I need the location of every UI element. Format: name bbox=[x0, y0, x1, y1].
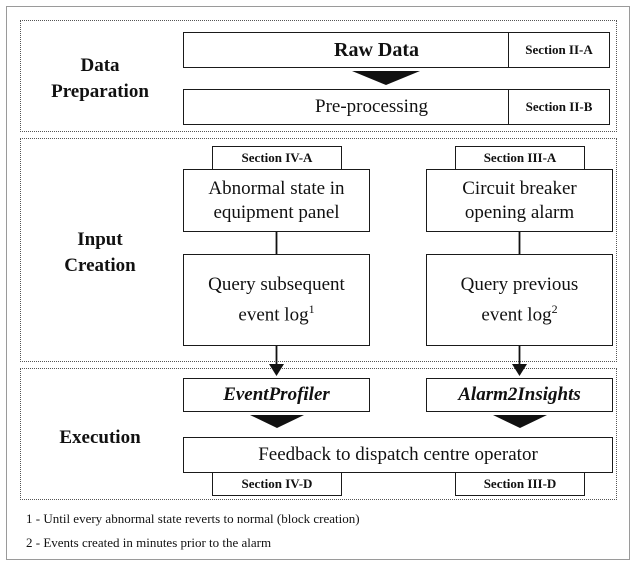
section-tag-iii-d: Section III-D bbox=[455, 472, 585, 496]
section-tag-label: Section II-A bbox=[525, 42, 593, 57]
arrow-head-right-to-alarm2insights bbox=[512, 364, 527, 376]
feedback-box: Feedback to dispatch centre operator bbox=[183, 437, 613, 473]
execution-panel bbox=[20, 368, 617, 500]
stage-label-data-preparation: Data Preparation bbox=[30, 52, 170, 106]
alarm2insights-box: Alarm2Insights bbox=[426, 378, 613, 412]
section-tag-label: Section IV-A bbox=[241, 150, 313, 165]
data-preparation-panel bbox=[20, 20, 617, 132]
footnote-1: 1 - Until every abnormal state reverts t… bbox=[26, 510, 360, 528]
stage-label-line: Input bbox=[77, 229, 123, 250]
section-tag-iv-a: Section IV-A bbox=[212, 146, 342, 170]
query-previous-box: Query previous event log2 bbox=[426, 254, 613, 346]
box-line-text: event log bbox=[481, 304, 552, 326]
box-line: event log1 bbox=[238, 297, 314, 327]
tool-label: Alarm2Insights bbox=[458, 384, 581, 405]
box-line: Circuit breaker bbox=[462, 177, 577, 199]
chevron-arrow-raw-to-preprocessing bbox=[352, 71, 420, 85]
raw-data-label: Raw Data bbox=[334, 38, 419, 61]
arrow-head-left-to-eventprofiler bbox=[269, 364, 284, 376]
footnote-marker: 1 bbox=[308, 301, 315, 316]
chevron-arrow-alarm2insights-to-feedback bbox=[493, 415, 547, 428]
stage-label-line: Data bbox=[80, 55, 120, 76]
section-tag-label: Section III-A bbox=[483, 150, 557, 165]
feedback-label: Feedback to dispatch centre operator bbox=[258, 444, 538, 465]
input-creation-panel bbox=[20, 138, 617, 362]
box-line: opening alarm bbox=[464, 201, 575, 223]
abnormal-state-box: Abnormal state in equipment panel bbox=[183, 169, 370, 232]
footnote-text: 1 - Until every abnormal state reverts t… bbox=[26, 511, 360, 526]
tool-label: EventProfiler bbox=[223, 384, 330, 405]
query-subsequent-box: Query subsequent event log1 bbox=[183, 254, 370, 346]
section-tag-ii-b: Section II-B bbox=[508, 89, 610, 125]
circuit-breaker-box: Circuit breaker opening alarm bbox=[426, 169, 613, 232]
stage-label-line: Execution bbox=[59, 427, 141, 448]
stage-label-execution: Execution bbox=[30, 424, 170, 452]
box-line: equipment panel bbox=[213, 201, 340, 223]
eventprofiler-box: EventProfiler bbox=[183, 378, 370, 412]
stage-label-input-creation: Input Creation bbox=[30, 226, 170, 280]
outer-frame bbox=[6, 6, 630, 560]
section-tag-label: Section IV-D bbox=[241, 476, 313, 491]
section-tag-label: Section II-B bbox=[525, 99, 593, 114]
preprocessing-label: Pre-processing bbox=[315, 96, 428, 117]
box-line-text: event log bbox=[238, 304, 309, 326]
section-tag-label: Section III-D bbox=[483, 476, 557, 491]
stage-label-line: Creation bbox=[64, 255, 136, 276]
box-line: event log2 bbox=[481, 297, 557, 327]
box-line: Query subsequent bbox=[208, 273, 345, 295]
footnote-marker: 2 bbox=[551, 301, 558, 316]
stage-label-line: Preparation bbox=[51, 81, 149, 102]
footnote-2: 2 - Events created in minutes prior to t… bbox=[26, 534, 271, 552]
footnote-text: 2 - Events created in minutes prior to t… bbox=[26, 535, 272, 550]
section-tag-iv-d: Section IV-D bbox=[212, 472, 342, 496]
chevron-arrow-eventprofiler-to-feedback bbox=[250, 415, 304, 428]
section-tag-iii-a: Section III-A bbox=[455, 146, 585, 170]
box-line: Abnormal state in bbox=[208, 177, 345, 199]
box-line: Query previous bbox=[460, 273, 579, 295]
section-tag-ii-a: Section II-A bbox=[508, 32, 610, 68]
